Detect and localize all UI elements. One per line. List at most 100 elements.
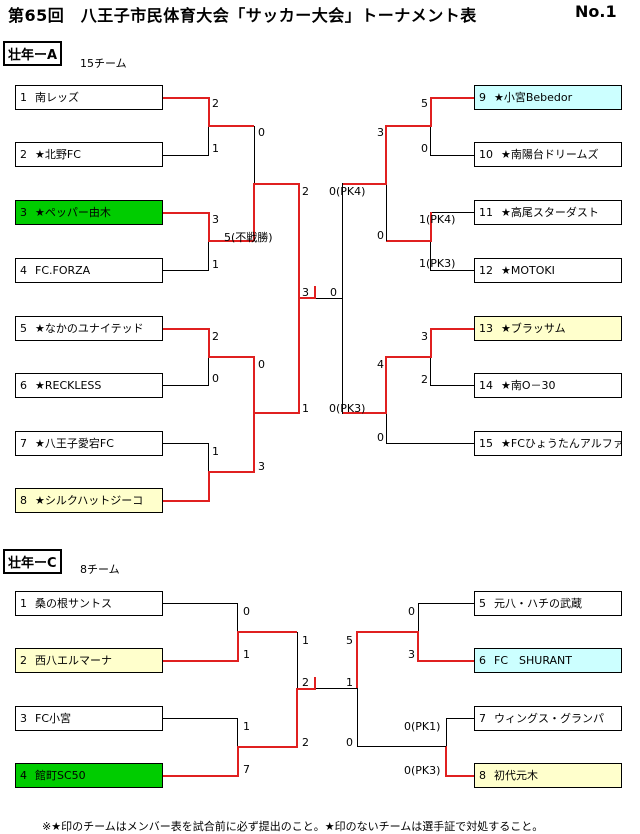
- match-score: 2: [302, 185, 309, 198]
- match-score: 0: [258, 358, 265, 371]
- team-number: 3: [20, 206, 27, 219]
- match-score: 1: [243, 720, 250, 733]
- division-a-label: 壮年ーA: [3, 41, 63, 66]
- match-score: 1(PK3): [419, 257, 456, 270]
- team-box: 14★南O－30: [474, 373, 622, 398]
- bracket-line: [296, 688, 298, 748]
- match-score: 3: [421, 330, 428, 343]
- team-number: 13: [479, 322, 493, 335]
- match-score: 0(PK3): [404, 764, 441, 777]
- bracket-line: [163, 775, 239, 777]
- team-box: 13★ブラッサム: [474, 316, 622, 341]
- bracket-line: [342, 412, 387, 414]
- bracket-line: [298, 183, 300, 298]
- team-number: 4: [20, 769, 27, 782]
- team-name: ★小宮Bebedor: [494, 91, 573, 104]
- team-number: 1: [20, 597, 27, 610]
- bracket-line: [357, 688, 358, 747]
- team-number: 12: [479, 264, 493, 277]
- team-number: 8: [20, 494, 27, 507]
- team-name: FC SHURANT: [494, 654, 572, 667]
- bracket-line: [430, 212, 474, 213]
- match-score: 5: [346, 634, 353, 647]
- team-box: 12 ★MOTOKI: [474, 258, 622, 283]
- bracket-line: [430, 385, 474, 386]
- match-score: 2: [302, 676, 309, 689]
- bracket-line: [417, 631, 419, 662]
- team-box: 5★なかのユナイテッド: [15, 316, 163, 341]
- team-number: 7: [479, 712, 486, 725]
- team-box: 4 FC.FORZA: [15, 258, 163, 283]
- team-name: ★FCひょうたんアルファ: [501, 437, 622, 450]
- match-score: 0: [212, 372, 219, 385]
- bracket-line: [386, 125, 432, 127]
- footer-note: ※★印のチームはメンバー表を試合前に必ず提出のこと。★印のないチームは選手証で対…: [42, 820, 544, 833]
- bracket-line: [163, 212, 209, 214]
- bracket-line: [357, 746, 446, 747]
- team-name: ★八王子愛宕FC: [35, 437, 114, 450]
- match-score: 3: [302, 286, 309, 299]
- team-name: FC.FORZA: [35, 264, 91, 277]
- match-score: 0: [330, 286, 337, 299]
- bracket-line: [357, 631, 419, 633]
- bracket-line: [253, 356, 255, 413]
- team-box: 8 ★シルクハットジーコ: [15, 488, 163, 513]
- division-c-label: 壮年ーC: [3, 549, 62, 574]
- team-name: ★高尾スターダスト: [501, 206, 599, 219]
- bracket-line: [237, 631, 297, 633]
- team-number: 9: [479, 91, 486, 104]
- team-box: 6★RECKLESS: [15, 373, 163, 398]
- match-score: 0(PK4): [329, 185, 366, 198]
- bracket-line: [297, 632, 298, 689]
- bracket-line: [316, 298, 342, 299]
- bracket-line: [418, 603, 419, 632]
- bracket-line: [356, 631, 358, 689]
- bracket-line: [314, 677, 316, 690]
- team-box: 10★南陽台ドリームズ: [474, 142, 622, 167]
- match-score: 1: [243, 648, 250, 661]
- bracket-line: [430, 328, 474, 330]
- page-title: 第65回 八王子市民体育大会「サッカー大会」トーナメント表: [8, 6, 477, 25]
- team-name: ★MOTOKI: [501, 264, 555, 277]
- match-score: 1: [212, 258, 219, 271]
- match-score: 0(PK1): [404, 720, 441, 733]
- division-a-team-count: 15チーム: [80, 57, 127, 70]
- bracket-line: [430, 270, 474, 271]
- team-box: 6 FC SHURANT: [474, 648, 622, 673]
- team-number: 6: [479, 654, 486, 667]
- division-c-team-count: 8チーム: [80, 563, 120, 576]
- bracket-line: [208, 356, 254, 358]
- bracket-line: [208, 97, 210, 126]
- team-name: 館町SC50: [35, 769, 86, 782]
- team-name: 初代元木: [494, 769, 538, 782]
- bracket-line: [385, 356, 387, 413]
- bracket-line: [418, 603, 474, 604]
- bracket-line: [386, 356, 432, 358]
- bracket-line: [342, 183, 387, 185]
- bracket-line: [163, 500, 210, 502]
- match-score: 3: [212, 213, 219, 226]
- match-score: 0: [346, 736, 353, 749]
- bracket-line: [163, 718, 238, 719]
- team-name: 西八エルマーナ: [35, 654, 112, 667]
- bracket-line: [385, 125, 387, 184]
- bracket-line: [163, 328, 209, 330]
- bracket-line: [314, 286, 316, 299]
- team-number: 5: [479, 597, 486, 610]
- bracket-line: [342, 183, 343, 414]
- bracket-line: [163, 97, 209, 99]
- bracket-line: [446, 718, 474, 719]
- bracket-line: [237, 746, 297, 748]
- match-score: 0: [258, 126, 265, 139]
- team-name: ★なかのユナイテッド: [35, 322, 144, 335]
- team-name: ★シルクハットジーコ: [35, 494, 144, 507]
- bracket-line: [237, 603, 238, 632]
- team-box: 3★ペッパー由木: [15, 200, 163, 225]
- bracket-line: [386, 240, 432, 242]
- bracket-line: [208, 212, 210, 241]
- bracket-line: [430, 126, 431, 156]
- team-number: 4: [20, 264, 27, 277]
- match-score: 3: [377, 126, 384, 139]
